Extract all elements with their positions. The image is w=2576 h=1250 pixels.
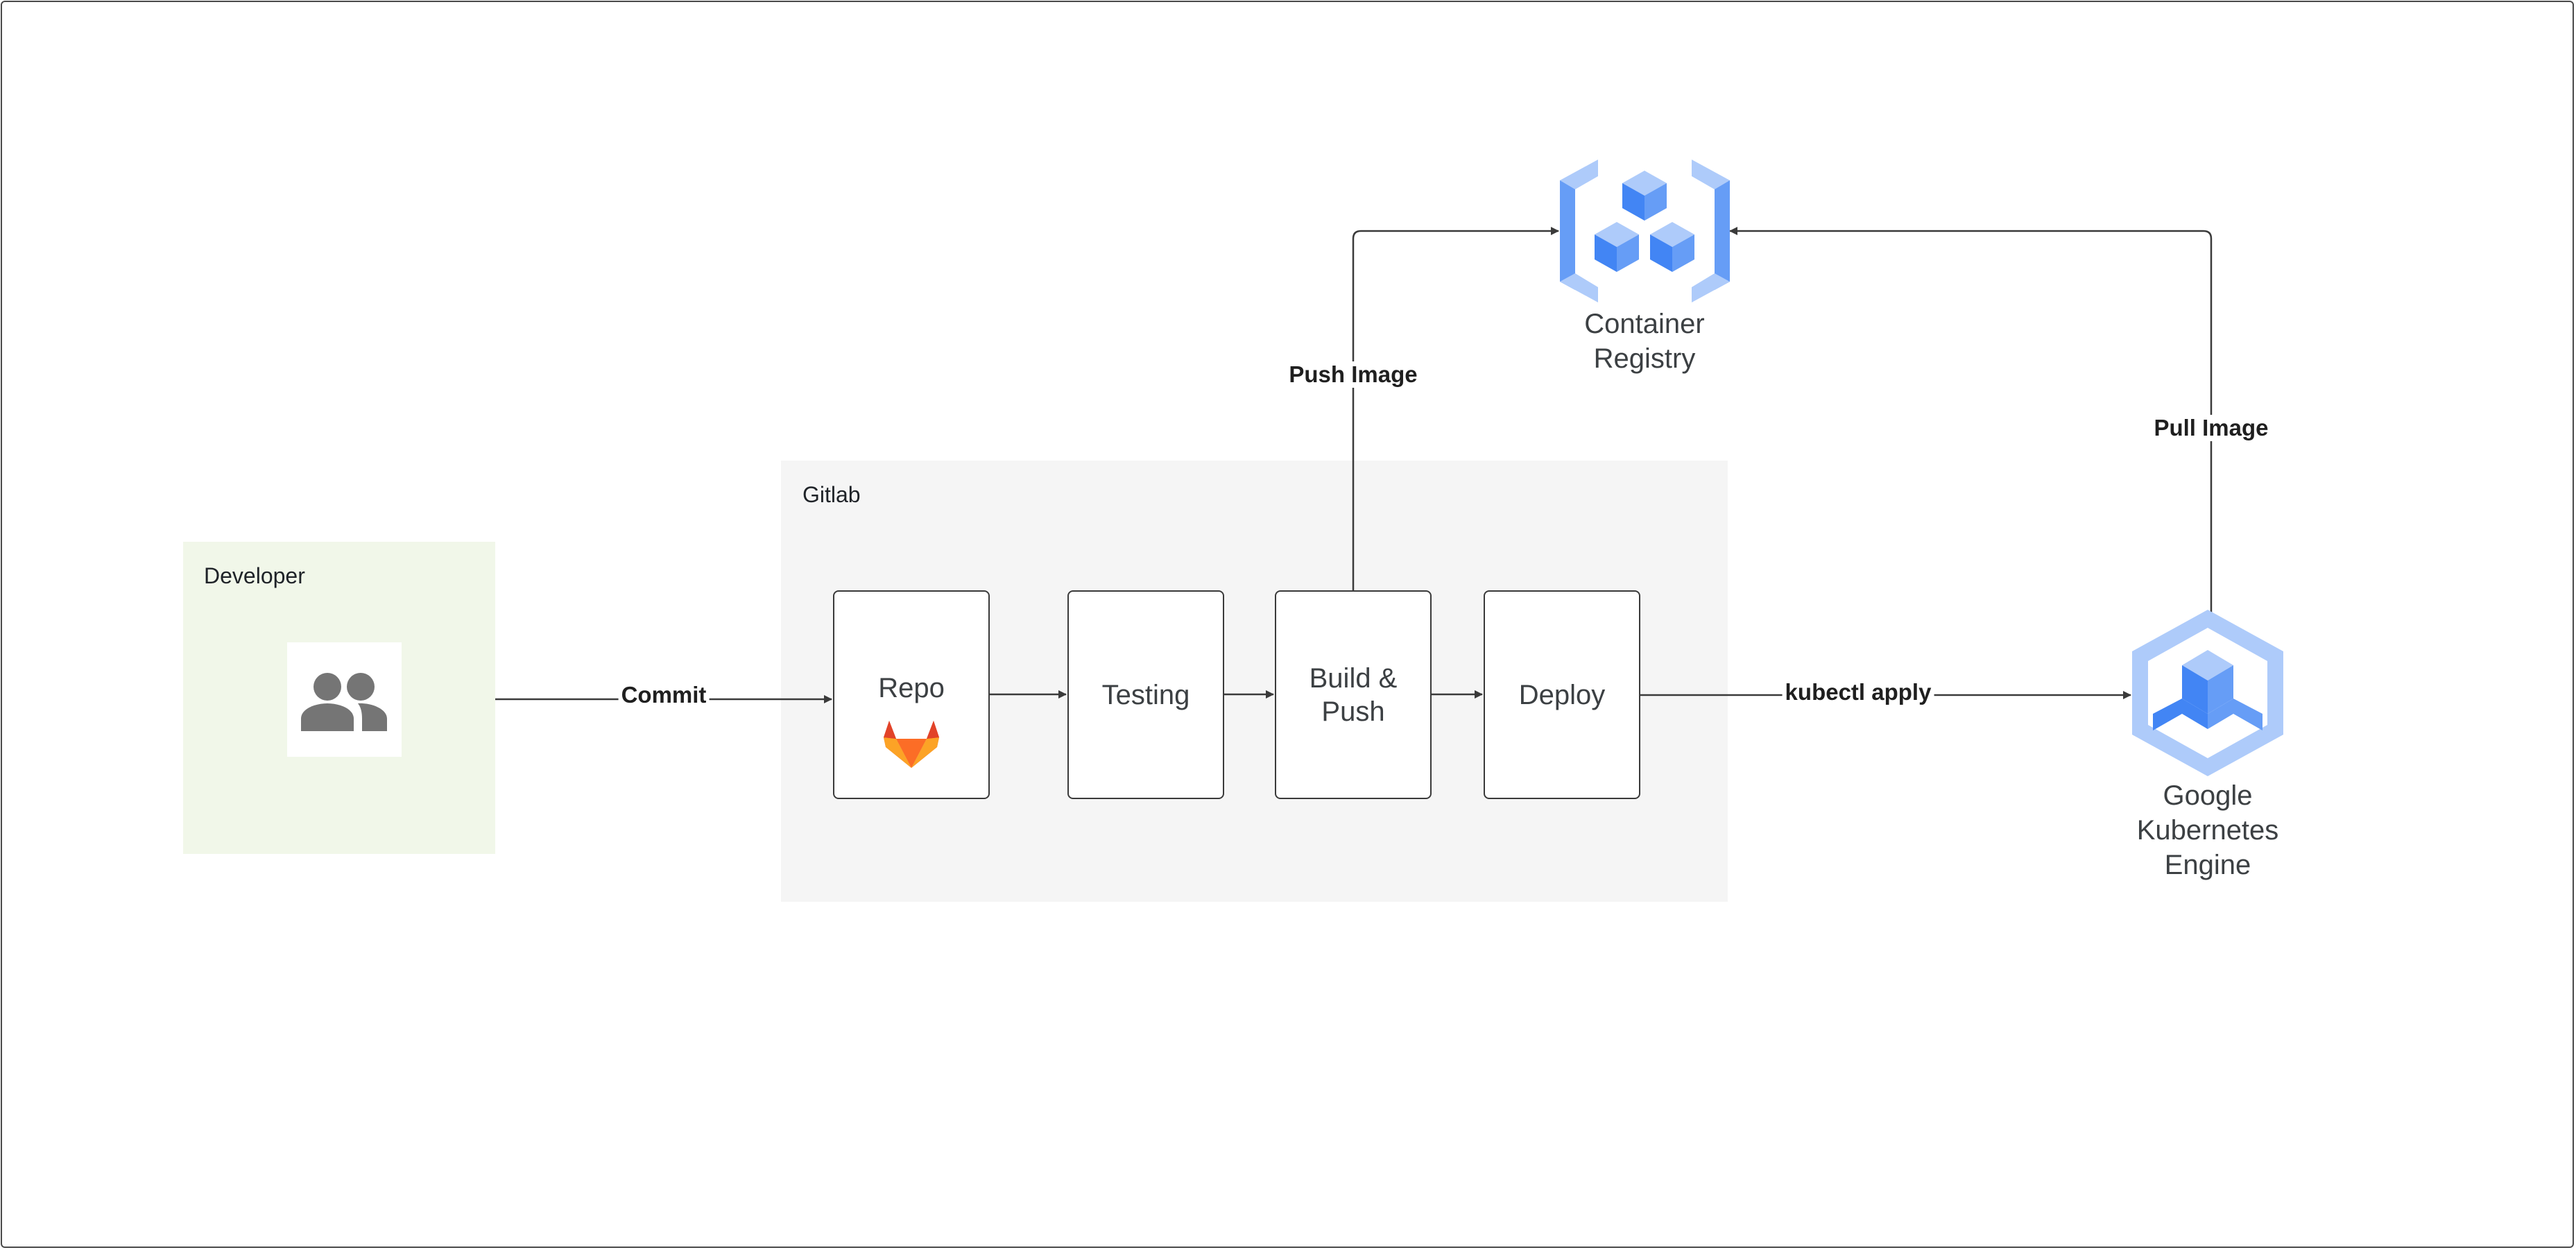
deploy-step: Deploy xyxy=(1484,590,1640,799)
pull-image-connector xyxy=(1729,227,2213,613)
developer-group-label: Developer xyxy=(204,563,305,588)
push-image-connector xyxy=(1352,227,1559,590)
gitlab-logo-icon xyxy=(884,721,939,768)
developer-icon-tile xyxy=(287,642,402,757)
testing-step: Testing xyxy=(1067,590,1224,799)
testing-step-label: Testing xyxy=(1101,679,1190,710)
people-icon xyxy=(300,672,387,731)
container-registry-icon xyxy=(1560,160,1730,302)
kubectl-apply-edge-label: kubectl apply xyxy=(1782,679,1934,705)
deploy-step-label: Deploy xyxy=(1518,679,1606,710)
commit-edge-label: Commit xyxy=(618,682,710,708)
build-push-step-label: Build & Push xyxy=(1309,662,1398,727)
pull-image-edge-label: Pull Image xyxy=(2151,415,2272,441)
repo-step-label: Repo xyxy=(878,673,945,703)
kubernetes-engine-icon xyxy=(2132,610,2283,776)
build-push-step: Build & Push xyxy=(1275,590,1432,799)
gitlab-group-label: Gitlab xyxy=(802,482,861,507)
gke-label: Google Kubernetes Engine xyxy=(2136,780,2279,880)
container-registry-label: Container Registry xyxy=(1584,309,1705,374)
push-image-edge-label: Push Image xyxy=(1286,361,1420,388)
